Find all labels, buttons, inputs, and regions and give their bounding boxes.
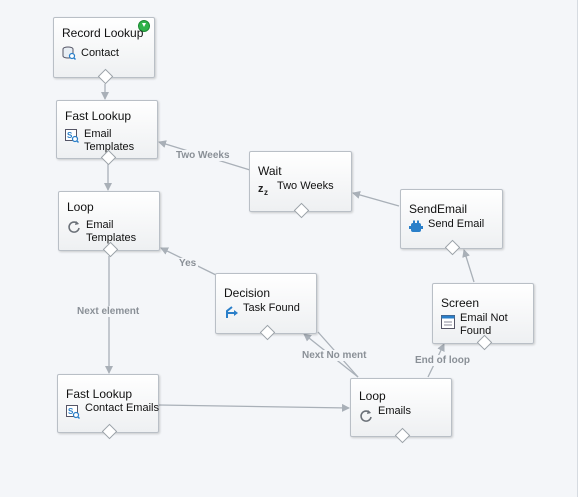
edge-label-next-no-moment: Next No ment (300, 350, 369, 361)
node-label: Two Weeks (277, 180, 334, 192)
database-search-icon (62, 46, 76, 60)
svg-text:z: z (258, 183, 264, 195)
node-type: Decision (224, 286, 271, 300)
node-label: Email Templates (86, 219, 137, 244)
node-decision[interactable]: Decision Task Found (215, 273, 317, 341)
node-type: Fast Lookup (66, 387, 133, 401)
node-type: Loop (359, 389, 386, 403)
edge-label-end-of-loop: End of loop (413, 355, 472, 366)
svg-text:S: S (68, 407, 74, 416)
node-type: SendEmail (409, 202, 468, 216)
apex-plugin-icon (409, 220, 423, 232)
edge-fastlookup-contacts-to-loop-emails[interactable] (158, 403, 350, 412)
node-type: Wait (258, 164, 282, 178)
node-fast-lookup-contact-emails[interactable]: Fast Lookup S Contact Emails (57, 374, 159, 440)
node-type: Fast Lookup (65, 109, 132, 123)
node-label: Emails (378, 405, 412, 417)
node-label: Contact Emails (85, 402, 159, 414)
fast-lookup-icon: S (65, 129, 79, 143)
edge-sendemail-to-wait[interactable] (352, 191, 400, 207)
fast-lookup-icon: S (66, 405, 80, 419)
decision-split-icon (226, 306, 238, 318)
loop-icon (360, 410, 372, 422)
node-wait[interactable]: Wait z z Two Weeks (249, 151, 352, 219)
node-type: Screen (441, 296, 480, 310)
node-label: Contact (81, 47, 119, 59)
svg-text:z: z (264, 188, 268, 196)
node-screen[interactable]: Screen Email Not Found (432, 283, 534, 351)
node-send-email[interactable]: SendEmail Send Email (400, 189, 503, 256)
edge-screen-to-sendemail[interactable] (462, 249, 475, 283)
node-type: Loop (67, 200, 94, 214)
screen-icon (441, 315, 455, 329)
node-label: Task Found (243, 302, 300, 314)
svg-text:S: S (67, 131, 73, 140)
sleep-zz-icon: z z (258, 183, 268, 196)
node-type: Record Lookup (62, 26, 144, 40)
node-loop-email-templates[interactable]: Loop Email Templates (58, 191, 160, 258)
edge-label-yes: Yes (177, 258, 199, 269)
node-label: Email Templates (84, 128, 135, 153)
edge-label-next-element: Next element (75, 306, 142, 317)
node-label: Email Not Found (460, 312, 508, 337)
start-badge-icon (138, 20, 150, 32)
node-record-lookup[interactable]: Record Lookup Contact (53, 17, 155, 85)
edge-label-two-weeks: Two Weeks (174, 150, 232, 161)
node-fast-lookup-email-templates[interactable]: Fast Lookup S Email Templates (56, 100, 158, 166)
node-loop-emails[interactable]: Loop Emails (350, 378, 452, 444)
loop-icon (68, 221, 80, 233)
node-label: Send Email (428, 218, 485, 230)
